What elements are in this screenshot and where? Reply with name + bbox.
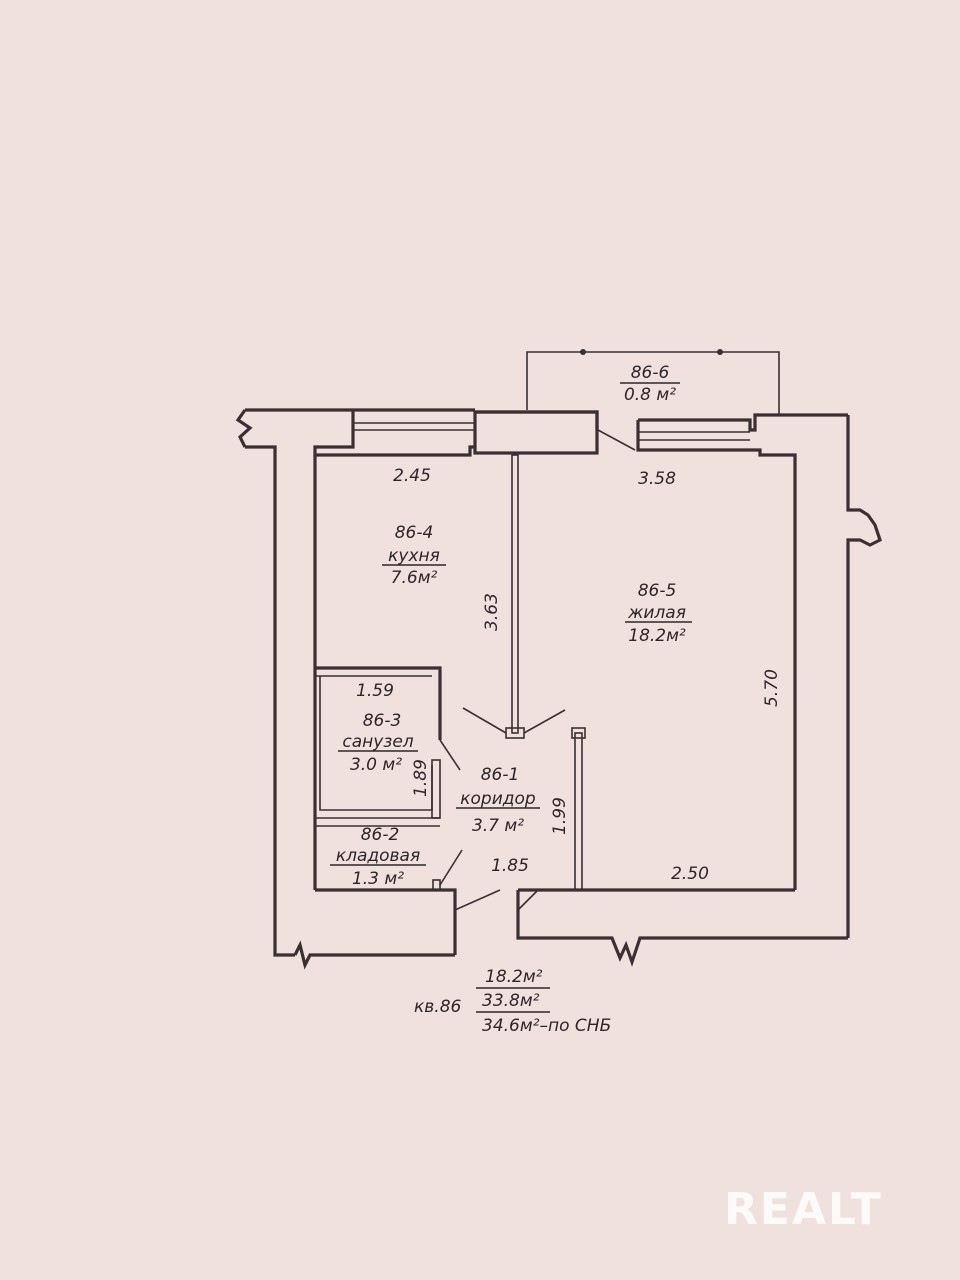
svg-text:0.8 м²: 0.8 м² [624, 385, 676, 405]
watermark: REALT [724, 1184, 883, 1235]
svg-text:1.3 м²: 1.3 м² [352, 869, 404, 889]
svg-text:18.2м²: 18.2м² [628, 626, 686, 646]
room-label-storage: 86-2 кладовая 1.3 м² [330, 825, 426, 889]
svg-text:кухня: кухня [388, 546, 440, 566]
svg-text:33.8м²: 33.8м² [482, 991, 540, 1011]
svg-text:1.89: 1.89 [411, 759, 431, 797]
svg-text:1.99: 1.99 [550, 797, 570, 835]
interior-walls [315, 454, 586, 911]
room-label-kitchen: 86-4 кухня 7.6м² [382, 523, 446, 588]
svg-text:1.59: 1.59 [356, 681, 394, 701]
svg-text:3.63: 3.63 [482, 593, 502, 631]
svg-text:7.6м²: 7.6м² [391, 568, 438, 588]
svg-text:86-4: 86-4 [395, 523, 434, 543]
svg-text:86-1: 86-1 [481, 765, 520, 785]
svg-text:5.70: 5.70 [762, 669, 782, 707]
svg-text:коридор: коридор [460, 789, 536, 809]
dimension-labels: 2.45 3.58 3.63 5.70 1.59 1.89 1.99 1.85 … [356, 466, 782, 884]
room-label-bathroom: 86-3 санузел 3.0 м² [338, 711, 418, 775]
svg-text:2.45: 2.45 [393, 466, 431, 486]
exterior-walls [235, 408, 882, 970]
svg-text:86-3: 86-3 [363, 711, 402, 731]
svg-text:кв.86: кв.86 [414, 997, 462, 1017]
svg-text:86-2: 86-2 [361, 825, 400, 845]
apartment-summary: кв.86 18.2м² 33.8м² 34.6м²–по СНБ [414, 967, 611, 1036]
room-label-living: 86-5 жилая 18.2м² [625, 581, 692, 646]
balcony [526, 349, 780, 451]
svg-text:жилая: жилая [627, 603, 686, 623]
svg-text:3.7 м²: 3.7 м² [472, 816, 524, 836]
svg-text:2.50: 2.50 [671, 864, 709, 884]
svg-text:санузел: санузел [342, 732, 413, 752]
svg-text:3.0 м²: 3.0 м² [350, 755, 402, 775]
svg-text:3.58: 3.58 [638, 469, 676, 489]
room-label-balcony: 86-6 0.8 м² [620, 363, 680, 405]
svg-text:18.2м²: 18.2м² [485, 967, 543, 987]
svg-text:1.85: 1.85 [491, 856, 529, 876]
svg-text:кладовая: кладовая [336, 846, 420, 866]
svg-text:86-6: 86-6 [631, 363, 670, 383]
svg-text:34.6м²–по СНБ: 34.6м²–по СНБ [482, 1016, 611, 1036]
svg-text:86-5: 86-5 [638, 581, 677, 601]
room-label-corridor: 86-1 коридор 3.7 м² [456, 765, 540, 836]
